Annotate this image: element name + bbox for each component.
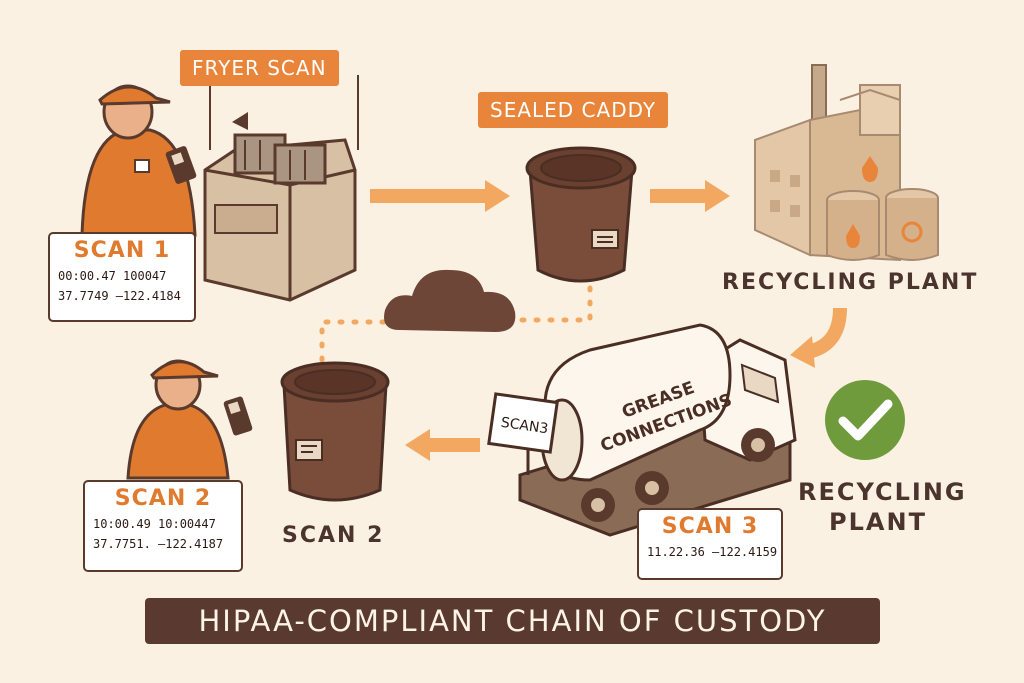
recycling-plant-right-label-2: PLANT — [829, 508, 927, 536]
flow-arrow-4-head — [405, 429, 430, 461]
fryer-illustration — [203, 75, 359, 302]
scan-1-line-2: 37.7749 –122.4184 — [58, 289, 181, 303]
scan-3-card: SCAN 3 11.22.36 –122.4159 — [637, 508, 783, 580]
scan-2-title: SCAN 2 — [114, 486, 212, 511]
flow-arrow-3-head — [790, 336, 815, 368]
flow-arrow-3 — [806, 307, 847, 359]
scan-2-line-1: 10:00.49 10:00447 — [93, 517, 216, 531]
scan-3-title: SCAN 3 — [661, 514, 759, 539]
flow-arrow-2-head — [705, 180, 730, 212]
scan-2-line-2: 37.7751. –122.4187 — [93, 537, 224, 551]
truck-sign-text: SCAN3 — [500, 415, 549, 437]
cloud-icon — [384, 269, 516, 332]
chain-of-custody-banner: HIPAA-COMPLIANT CHAIN OF CUSTODY — [145, 598, 880, 644]
scan-1-card: SCAN 1 00:00.47 100047 37.7749 –122.4184 — [48, 232, 196, 322]
scan-2-caption: SCAN 2 — [282, 523, 385, 548]
scan-1-line-1: 00:00.47 100047 — [58, 269, 167, 283]
tanker-truck-illustration — [487, 323, 797, 537]
factory-illustration — [754, 64, 939, 262]
caddy-2-illustration — [280, 361, 390, 502]
sealed-caddy-label: SEALED CADDY — [478, 92, 669, 128]
sealed-caddy-illustration — [525, 146, 637, 283]
scan-2-card: SCAN 2 10:00.49 10:00447 37.7751. –122.4… — [83, 480, 243, 572]
flow-arrow-1-head — [485, 180, 510, 212]
dotted-connector-left — [319, 319, 395, 363]
worker-2-illustration — [126, 359, 253, 480]
checkmark-icon — [825, 380, 905, 460]
recycling-plant-right-label-1: RECYCLING — [798, 478, 967, 506]
fryer-scan-label: FRYER SCAN — [180, 50, 339, 86]
dotted-connector-right — [519, 285, 593, 323]
worker-1-illustration — [80, 84, 197, 237]
recycling-plant-top-label: RECYCLING PLANT — [722, 270, 979, 295]
scan-3-line-1: 11.22.36 –122.4159 — [647, 545, 778, 559]
scan-1-title: SCAN 1 — [73, 238, 171, 263]
